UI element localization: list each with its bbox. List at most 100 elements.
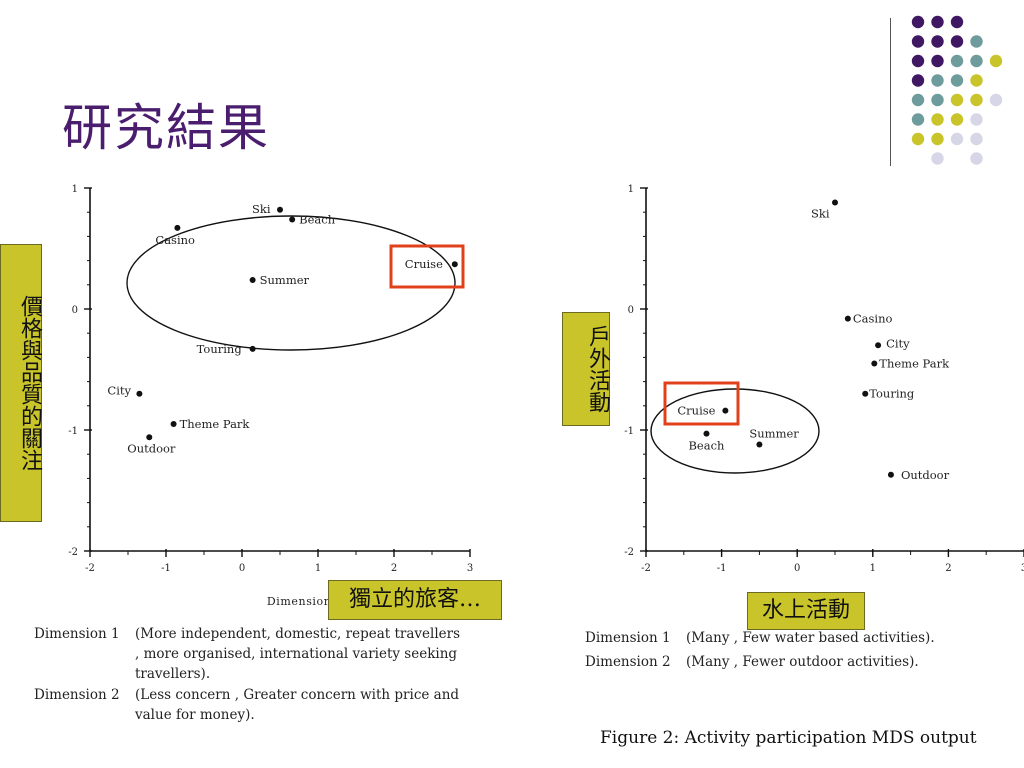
data-point (289, 216, 296, 223)
decor-dot (931, 132, 944, 146)
data-point-label: Casino (155, 233, 195, 247)
decor-dot (911, 54, 925, 68)
figure-caption: Figure 2: Activity participation MDS out… (600, 728, 977, 748)
dimension-text: (Many , Few water based activities). (686, 630, 935, 646)
decor-dot (911, 93, 925, 107)
x-tick-label: 2 (391, 563, 397, 574)
decor-dot (950, 74, 964, 87)
decor-dot (950, 132, 964, 146)
y-tick-label: -1 (624, 426, 634, 437)
data-point (174, 224, 181, 231)
slide-title: 研究結果 (62, 99, 270, 157)
data-point-label: Cruise (405, 257, 443, 271)
data-point (277, 206, 283, 213)
x-tick-label: -2 (85, 563, 95, 574)
data-point (146, 434, 153, 441)
decor-dot (970, 132, 983, 146)
data-point (722, 407, 729, 414)
decor-dot (931, 35, 944, 48)
right-y-axis-callout: 戶外活動 (562, 312, 610, 426)
data-point-label: Casino (853, 312, 893, 326)
dimension-label: Dimension 2 (34, 687, 120, 703)
data-point-label: Ski (811, 207, 830, 221)
data-point-label: Beach (688, 439, 725, 453)
dimension-text: (Many , Fewer outdoor activities). (686, 654, 919, 670)
decor-dot (911, 74, 925, 87)
data-point-label: Summer (749, 427, 799, 441)
x-axis-label: Dimension 1 (267, 595, 343, 608)
x-tick-label: 1 (315, 563, 321, 574)
decor-dot (931, 152, 944, 165)
decorative-divider-line (890, 18, 891, 166)
data-point-label: Ski (252, 202, 271, 216)
decor-dot (970, 93, 983, 107)
x-tick-label: -1 (161, 563, 171, 574)
decor-dot (950, 113, 964, 126)
y-tick-label: 0 (628, 305, 634, 316)
data-point (875, 342, 882, 349)
decor-dot (931, 93, 944, 107)
x-tick-label: 0 (794, 563, 800, 574)
y-tick-label: -2 (624, 547, 634, 558)
data-point (862, 390, 869, 397)
dimension-text: , more organised, international variety … (135, 646, 458, 662)
x-tick-label: 3 (1021, 563, 1024, 574)
right-x-axis-callout: 水上活動 (747, 592, 865, 630)
decor-dot (931, 74, 944, 87)
data-point (832, 199, 838, 206)
decor-dot (950, 93, 964, 107)
data-point-label: Cruise (677, 404, 715, 418)
y-tick-label: -2 (68, 547, 78, 558)
decor-dot (950, 15, 964, 29)
decor-dot (970, 113, 983, 126)
decor-dot (911, 132, 925, 146)
dimension-text: (More independent, domestic, repeat trav… (135, 626, 461, 642)
decor-dot (989, 93, 1003, 107)
data-point (756, 441, 763, 448)
data-point (249, 345, 256, 352)
data-point (844, 315, 851, 322)
y-tick-label: -1 (68, 426, 78, 437)
data-point-label: Touring (869, 387, 915, 401)
decor-dot (950, 54, 964, 68)
data-point-label: Touring (197, 342, 243, 356)
decor-dot (931, 113, 944, 126)
x-tick-label: -2 (641, 563, 651, 574)
x-tick-label: 2 (945, 563, 951, 574)
decor-dot (970, 74, 983, 87)
x-tick-label: -1 (717, 563, 727, 574)
data-point (170, 420, 177, 427)
left-y-axis-callout: 價格與品質的關注 (0, 244, 42, 522)
x-tick-label: 1 (870, 563, 876, 574)
highlight-box (663, 381, 740, 426)
dimension-text: travellers). (135, 666, 211, 682)
y-tick-label: 0 (72, 305, 78, 316)
decor-dot (970, 152, 983, 165)
data-point-label: Outdoor (127, 441, 176, 455)
decor-dot (931, 15, 944, 29)
left-x-axis-callout: 獨立的旅客… (328, 580, 502, 620)
cluster-ellipse (650, 388, 820, 474)
data-point-label: Theme Park (879, 356, 950, 370)
data-point-label: City (886, 336, 910, 350)
data-point (451, 261, 458, 268)
dimension-text: (Less concern , Greater concern with pri… (135, 687, 460, 703)
cluster-ellipse (126, 215, 456, 351)
decor-dot (931, 54, 944, 68)
dimension-label: Dimension 2 (585, 654, 671, 670)
data-point (136, 390, 143, 397)
dimension-label: Dimension 1 (34, 626, 120, 642)
dimension-label: Dimension 1 (585, 630, 671, 646)
y-tick-label: 1 (72, 184, 78, 195)
decorative-dot-grid (911, 15, 1003, 165)
data-point (871, 360, 878, 367)
data-point (703, 430, 710, 437)
data-point (887, 471, 894, 478)
right-mds-chart: 10-1-2-2-10123SkiCasinoCityTheme ParkTou… (624, 184, 1024, 574)
right-dimension-description: Dimension 1 (Many , Few water based acti… (585, 628, 1005, 672)
decor-dot (950, 35, 964, 48)
data-point-label: Theme Park (180, 417, 251, 431)
data-point (249, 276, 256, 283)
x-tick-label: 0 (239, 563, 245, 574)
